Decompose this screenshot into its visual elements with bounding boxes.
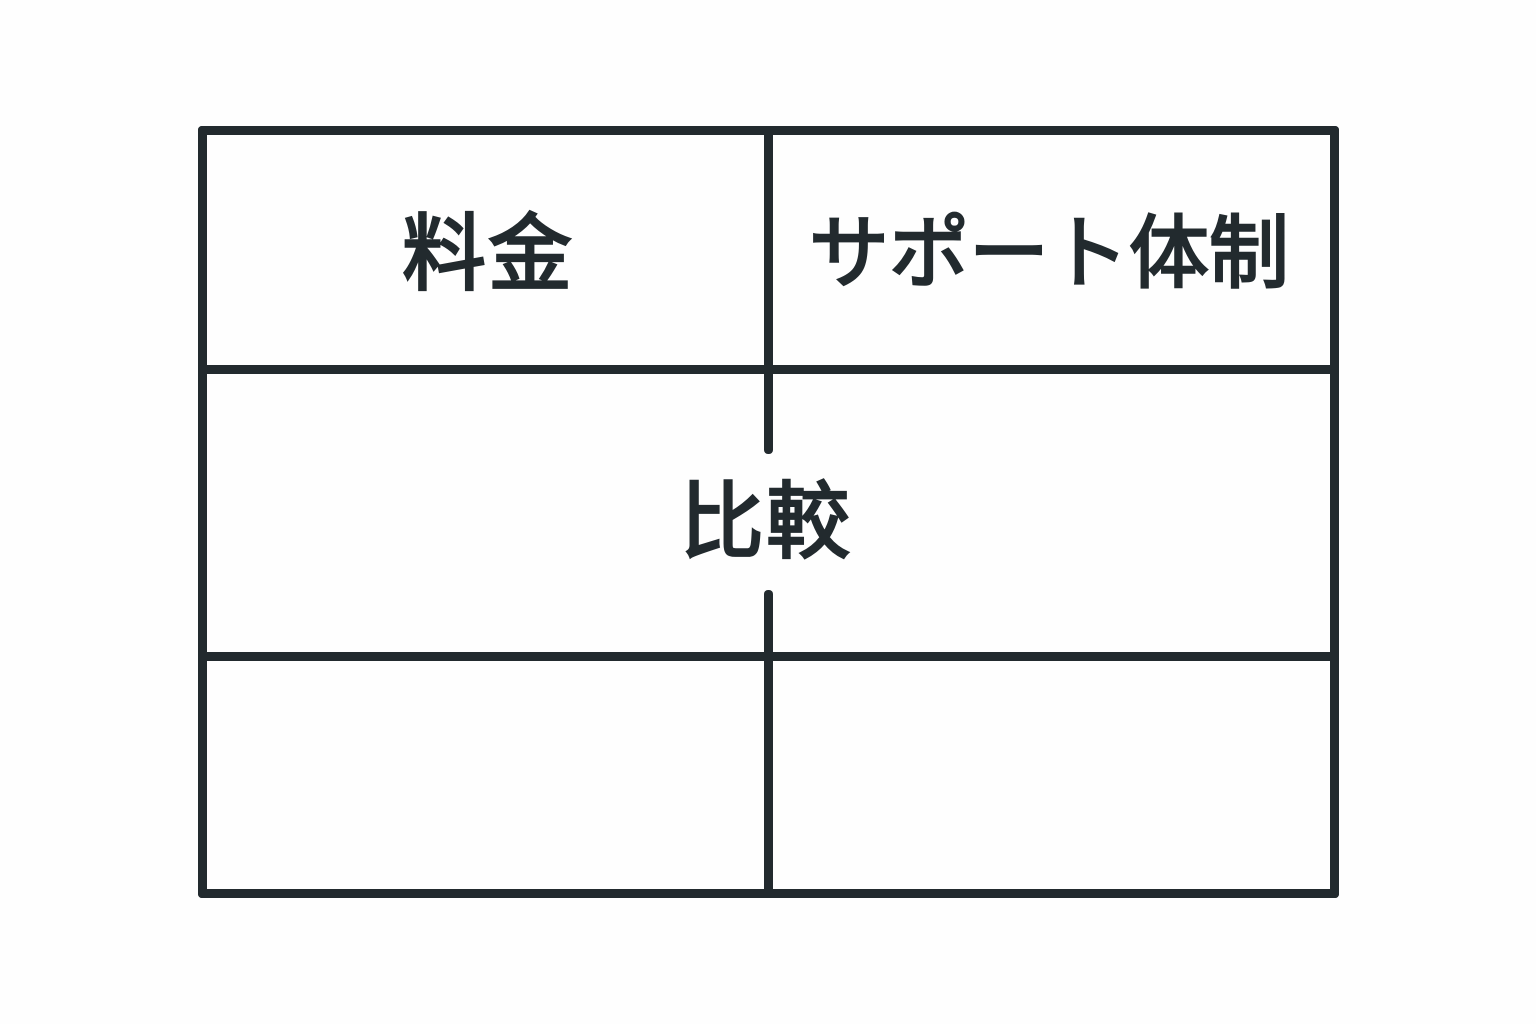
column-divider-middle-lower — [764, 590, 773, 661]
center-label-comparison: 比較 — [679, 473, 853, 571]
cell-label-price: 料金 — [401, 205, 575, 303]
cell-label-support-system: サポート体制 — [809, 207, 1289, 300]
frame-right-border — [1330, 126, 1339, 898]
column-divider-top — [764, 126, 773, 374]
column-divider-bottom — [764, 652, 773, 898]
cell-bottom-left — [207, 661, 764, 889]
column-divider-middle-upper — [764, 365, 773, 454]
cell-bottom-right — [773, 661, 1330, 889]
frame-left-border — [198, 126, 207, 898]
